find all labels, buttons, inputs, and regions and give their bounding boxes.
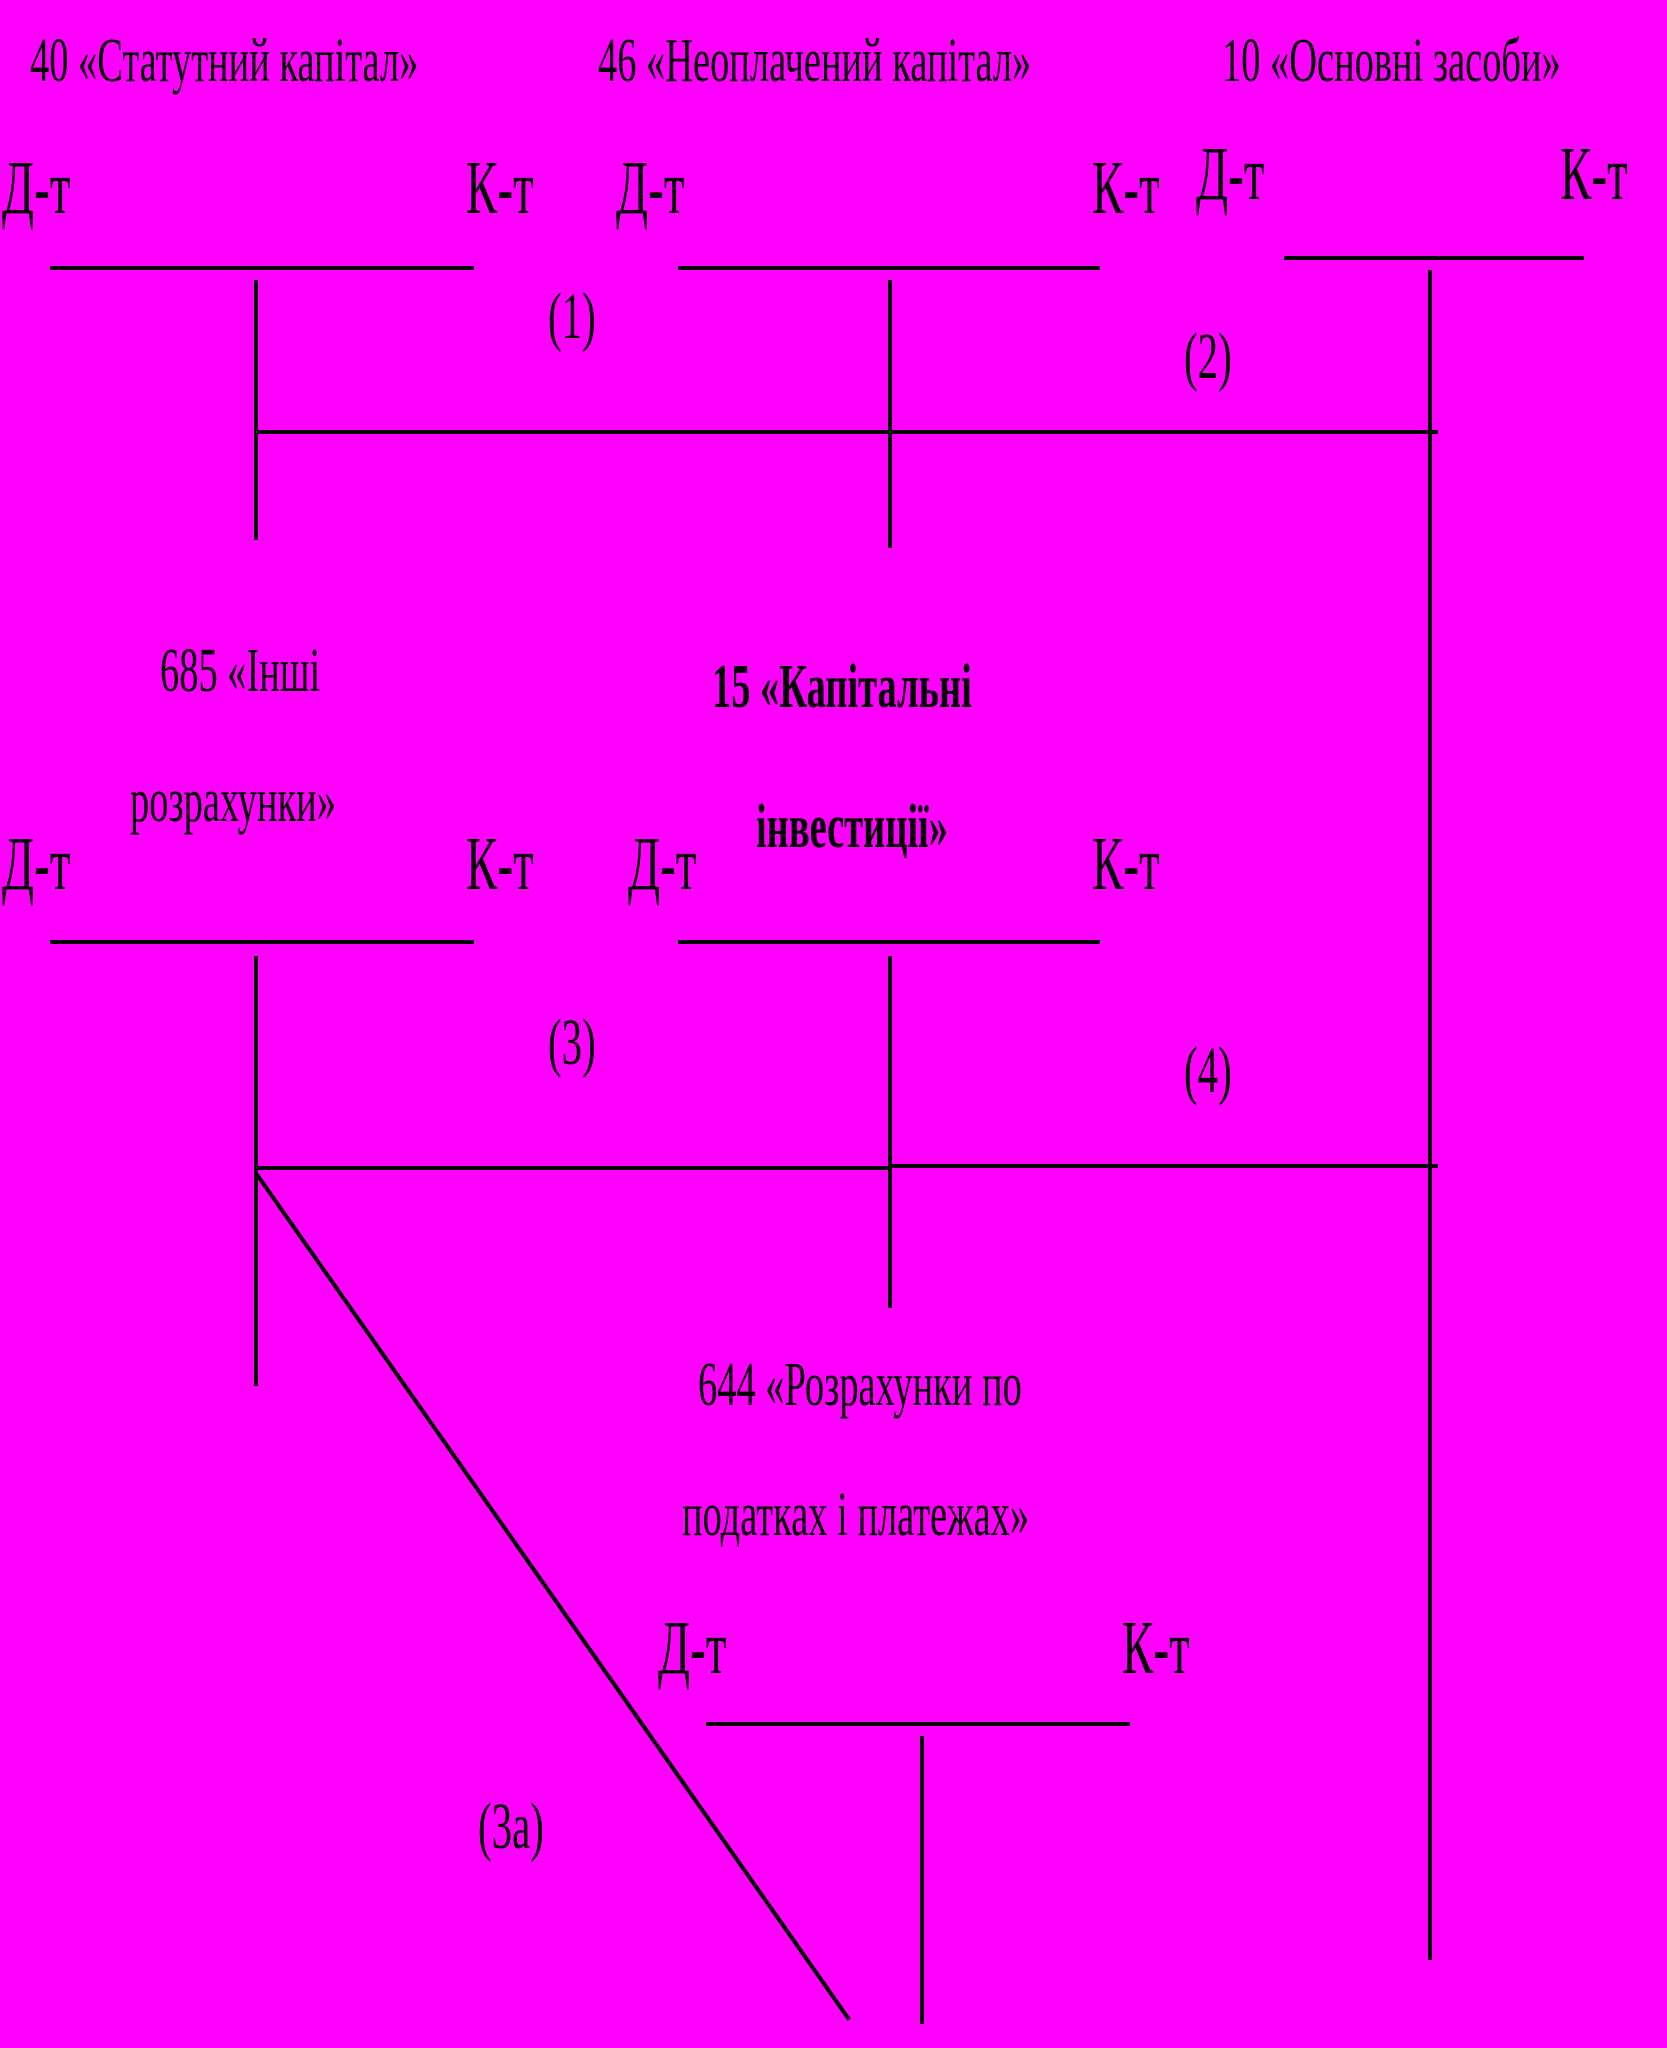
operation-3-label: (3) <box>548 1006 596 1079</box>
account-685-debit-label: Д-т <box>2 822 71 906</box>
account-46-credit-label: К-т <box>1092 146 1160 230</box>
account-10-title: 10 «Основні засоби» <box>1222 27 1561 95</box>
account-46-debit-label: Д-т <box>616 146 685 230</box>
account-10-debit-label: Д-т <box>1196 132 1265 216</box>
link-op3a <box>255 1173 851 2021</box>
account-644-debit-label: Д-т <box>658 1606 727 1690</box>
account-15-credit-label: К-т <box>1092 822 1160 906</box>
operation-3a-label: (3а) <box>478 1790 544 1863</box>
account-15-debit-label: Д-т <box>628 822 697 906</box>
operation-2-label: (2) <box>1184 320 1232 393</box>
account-685-credit-label: К-т <box>466 822 534 906</box>
account-685-title-line2: розрахунки» <box>130 767 336 835</box>
account-40-title: 40 «Статутний капітал» <box>30 27 419 95</box>
account-15-title-line1: 15 «Капітальні <box>712 653 972 721</box>
account-685-title-line1: 685 «Інші <box>160 637 321 705</box>
account-644-credit-label: К-т <box>1122 1606 1190 1690</box>
operation-4-label: (4) <box>1184 1034 1232 1107</box>
operation-1-label: (1) <box>548 280 596 353</box>
account-15-title-line2: інвестиції» <box>756 793 948 861</box>
account-10-credit-label: К-т <box>1560 132 1628 216</box>
account-46-title: 46 «Неоплачений капітал» <box>598 27 1032 95</box>
account-40-debit-label: Д-т <box>2 146 71 230</box>
account-40-credit-label: К-т <box>466 146 534 230</box>
account-644-title-line2: податках і платежах» <box>682 1481 1030 1549</box>
account-644-title-line1: 644 «Розрахунки по <box>698 1351 1022 1419</box>
